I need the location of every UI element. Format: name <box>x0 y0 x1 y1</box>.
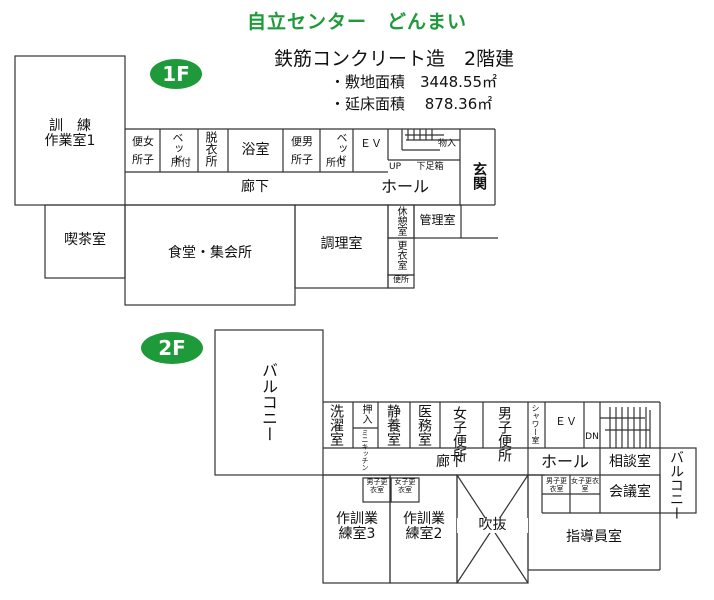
room-dressing: 脱衣所 <box>204 131 218 167</box>
room-consultation: 相談室 <box>609 454 651 470</box>
room-office: 管理室 <box>419 213 456 227</box>
mini-kitchen: ミニキッチン <box>361 429 369 471</box>
room-bed-toilet-2: ベッド <box>335 132 348 165</box>
stairs-down-label: DN <box>585 432 599 442</box>
room-toilet-female-2f: 女子便所 <box>451 406 467 462</box>
room-rest: 静養室 <box>385 404 401 446</box>
room-medical: 医務室 <box>416 404 432 446</box>
room-bath: 浴室 <box>241 142 270 158</box>
room-elevator-1f: ＥＶ <box>360 137 382 150</box>
room-toilet-male: 便男 所子 <box>291 135 313 166</box>
room-locker-male-training: 男子更衣室 <box>366 478 388 494</box>
room-staff: 指導員室 <box>566 529 622 545</box>
structure-info: 鉄筋コンクリート造 2階建 <box>274 48 515 70</box>
room-elevator-2f: ＥＶ <box>555 415 577 428</box>
room-toilet-female: 便女 所子 <box>132 135 154 166</box>
room-locker-male-2f: 男子更衣室 <box>546 477 567 493</box>
balcony-right: バルコニー <box>668 450 684 520</box>
room-bed-toilet-1: ベッド <box>171 132 184 165</box>
room-shower: シャワー室 <box>531 404 540 444</box>
floor-1-badge: 1F <box>150 59 202 89</box>
room-meeting: 会議室 <box>609 484 651 500</box>
room-kitchen: 調理室 <box>320 236 363 252</box>
corridor-2f: 廊下 <box>436 454 464 470</box>
room-entrance: 玄関 <box>471 162 487 190</box>
facility-title: 自立センター どんまい <box>246 11 467 33</box>
stairs-up-label: UP <box>388 162 401 172</box>
room-locker: 更衣室 <box>395 240 406 270</box>
room-closet: 押入 <box>360 404 371 424</box>
floor-2-badge: 2F <box>141 332 203 364</box>
room-toilet-male-2f: 男子便所 <box>496 406 512 462</box>
room-dining-hall: 食堂・集会所 <box>168 245 252 261</box>
corridor-1f: 廊下 <box>241 179 269 195</box>
shoe-rack: 下足箱 <box>416 162 444 172</box>
room-locker-female-2f: 女子更衣室 <box>571 477 599 493</box>
room-laundry: 洗濯室 <box>328 404 344 446</box>
room-cafe: 喫茶室 <box>64 232 106 248</box>
room-toilet-small: 便所 <box>393 275 409 284</box>
room-locker-female-training: 女子更衣室 <box>394 478 416 494</box>
room-storage: 物入 <box>437 139 456 149</box>
hall-2f: ホール <box>540 452 589 471</box>
floor-1-outline <box>14 55 498 306</box>
floor-area-info: ・延床面積 878.36㎡ <box>330 95 493 113</box>
room-training-2: 作訓業練室2 <box>403 511 445 543</box>
hall-1f: ホール <box>380 177 429 196</box>
site-area-info: ・敷地面積 3448.55㎡ <box>330 73 498 91</box>
room-bed-toilet-1-suffix: 所付 <box>171 158 191 169</box>
room-training-1: 訓 練 作業室1 <box>44 118 96 149</box>
balcony-left: バルコニー <box>259 362 278 442</box>
room-training-3: 作訓業練室3 <box>336 511 378 543</box>
room-break: 休憩室 <box>395 206 406 236</box>
room-bed-toilet-2-suffix: 所付 <box>326 158 346 169</box>
atrium: 吹抜 <box>457 518 528 533</box>
